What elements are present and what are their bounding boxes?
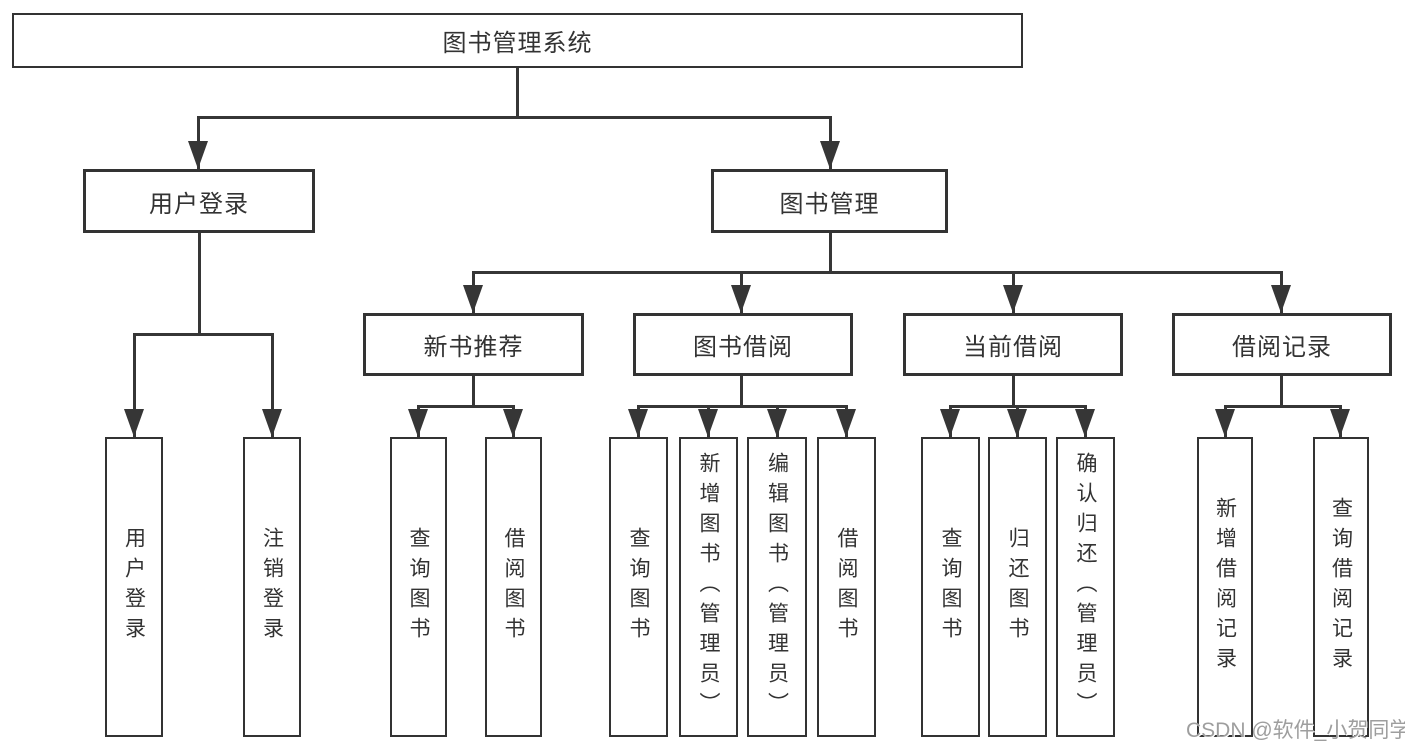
node-borrow-record: 借阅记录 xyxy=(1172,313,1392,376)
connector-hline xyxy=(637,405,848,408)
leaf-query-book-newbook: 查询图书 xyxy=(390,437,447,737)
node-label: 查询图书 xyxy=(407,527,430,647)
leaf-logout: 注销登录 xyxy=(243,437,301,737)
arrowhead-down-icon xyxy=(940,409,960,437)
connector-vline xyxy=(1012,376,1015,408)
node-new-book-recommend: 新书推荐 xyxy=(363,313,584,376)
connector-vline xyxy=(829,233,832,274)
watermark-text: CSDN @软件_小贺同学 xyxy=(1186,719,1405,742)
node-label: 借阅图书 xyxy=(502,527,525,647)
node-label: 用户登录 xyxy=(122,527,146,647)
node-book-management: 图书管理 xyxy=(711,169,948,233)
node-root-library-system: 图书管理系统 xyxy=(12,13,1023,68)
node-label: 归还图书 xyxy=(1006,527,1029,647)
connector-hline xyxy=(417,405,515,408)
leaf-confirm-return-admin: 确认归还（管理员） xyxy=(1056,437,1115,737)
node-label: 确认归还（管理员） xyxy=(1074,452,1097,722)
connector-hline xyxy=(133,333,274,336)
node-label: 图书管理 xyxy=(779,190,880,218)
arrowhead-down-icon xyxy=(188,141,208,169)
arrowhead-down-icon xyxy=(628,409,648,437)
node-label: 新增借阅记录 xyxy=(1213,497,1237,677)
node-label: 借阅记录 xyxy=(1232,334,1332,361)
connector-vline xyxy=(516,66,519,118)
leaf-return-book: 归还图书 xyxy=(988,437,1047,737)
leaf-add-book-admin: 新增图书（管理员） xyxy=(679,437,738,737)
arrowhead-down-icon xyxy=(503,409,523,437)
arrowhead-down-icon xyxy=(1075,409,1095,437)
node-current-borrow: 当前借阅 xyxy=(903,313,1123,376)
connector-vline xyxy=(198,233,201,336)
node-label: 新书推荐 xyxy=(423,334,524,361)
arrowhead-down-icon xyxy=(1007,409,1027,437)
arrowhead-down-icon xyxy=(836,409,856,437)
node-label: 查询图书 xyxy=(939,527,962,647)
node-book-borrow: 图书借阅 xyxy=(633,313,853,376)
leaf-user-login: 用户登录 xyxy=(105,437,163,737)
connector-vline xyxy=(472,376,475,408)
arrowhead-down-icon xyxy=(820,141,840,169)
leaf-borrow-book-newbook: 借阅图书 xyxy=(485,437,542,737)
arrowhead-down-icon xyxy=(408,409,428,437)
arrowhead-down-icon xyxy=(731,285,751,313)
node-user-login: 用户登录 xyxy=(83,169,315,233)
connector-vline xyxy=(740,376,743,408)
connector-vline xyxy=(1280,376,1283,408)
arrowhead-down-icon xyxy=(1003,285,1023,313)
connector-vline xyxy=(133,333,136,437)
connector-hline xyxy=(1224,405,1342,408)
connector-hline xyxy=(197,116,832,119)
arrowhead-down-icon xyxy=(1271,285,1291,313)
arrowhead-down-icon xyxy=(1330,409,1350,437)
connector-vline xyxy=(271,333,274,437)
leaf-edit-book-admin: 编辑图书（管理员） xyxy=(747,437,807,737)
leaf-borrow-book: 借阅图书 xyxy=(817,437,876,737)
node-label: 图书管理系统 xyxy=(442,30,593,57)
connector-hline xyxy=(472,271,1283,274)
leaf-query-book-current: 查询图书 xyxy=(921,437,980,737)
node-label: 图书借阅 xyxy=(693,334,793,361)
node-label: 查询图书 xyxy=(627,527,650,647)
leaf-query-borrow-record: 查询借阅记录 xyxy=(1313,437,1369,737)
node-label: 查询借阅记录 xyxy=(1329,497,1353,677)
node-label: 新增图书（管理员） xyxy=(697,452,720,722)
arrowhead-down-icon xyxy=(463,285,483,313)
arrowhead-down-icon xyxy=(124,409,144,437)
arrowhead-down-icon xyxy=(698,409,718,437)
node-label: 编辑图书（管理员） xyxy=(765,452,789,722)
arrowhead-down-icon xyxy=(767,409,787,437)
node-label: 当前借阅 xyxy=(963,334,1063,361)
node-label: 用户登录 xyxy=(149,190,249,218)
leaf-query-book-borrow: 查询图书 xyxy=(609,437,668,737)
leaf-add-borrow-record: 新增借阅记录 xyxy=(1197,437,1253,737)
arrowhead-down-icon xyxy=(1215,409,1235,437)
arrowhead-down-icon xyxy=(262,409,282,437)
node-label: 借阅图书 xyxy=(835,527,858,647)
node-label: 注销登录 xyxy=(260,527,284,647)
